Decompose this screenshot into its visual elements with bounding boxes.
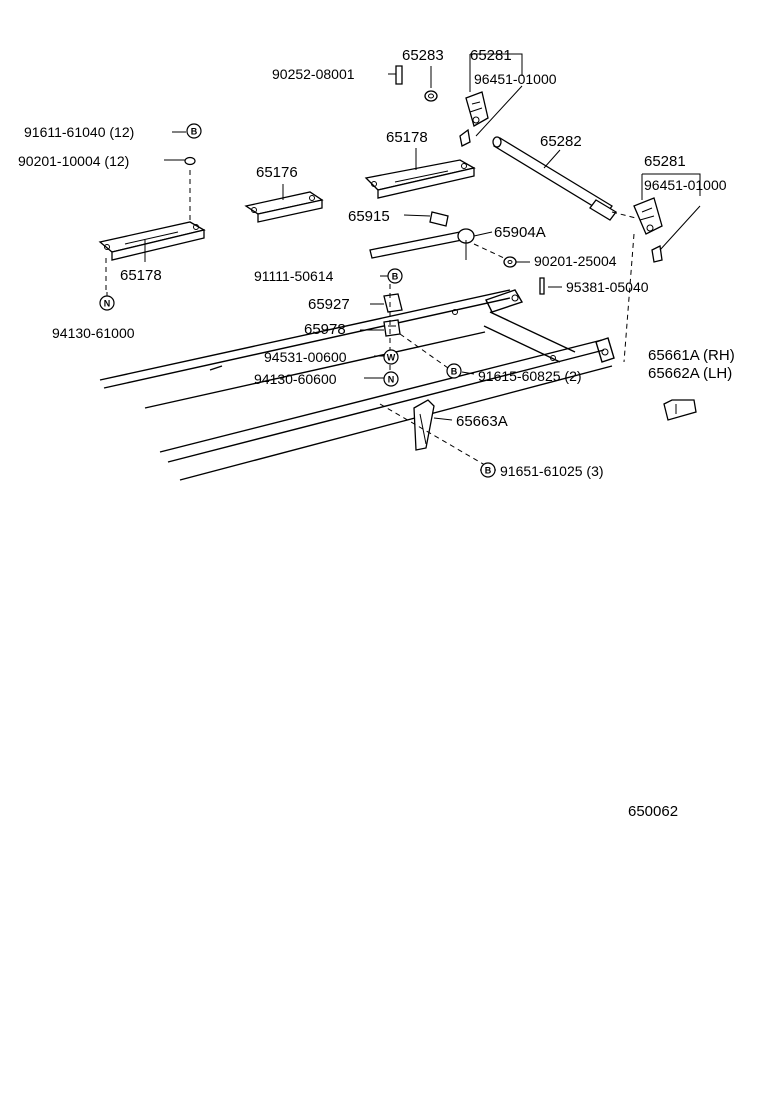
svg-text:N: N (104, 299, 111, 309)
diagram-code: 650062 (628, 803, 678, 820)
label-90201-10004: 90201-10004 (12) (18, 153, 129, 169)
label-94531-00600: 94531-00600 (264, 349, 347, 365)
label-91611-61040: 91611-61040 (12) (24, 124, 134, 140)
latch-65281-top-part (459, 53, 523, 147)
label-94130-60600: 94130-60600 (254, 371, 337, 387)
bracket-65178-top-part (364, 148, 476, 199)
label-65915: 65915 (348, 208, 390, 225)
bolt-symbol-91615: B (446, 363, 462, 379)
bracket-65661A-part (663, 399, 697, 421)
label-91615-60825: 91615-60825 (2) (478, 368, 582, 384)
label-65904A: 65904A (494, 224, 546, 241)
rod-65904A-part (369, 228, 493, 260)
bed-frame (99, 289, 615, 481)
label-94130-61000: 94130-61000 (52, 325, 135, 341)
label-96451-01000-top: 96451-01000 (474, 71, 557, 87)
svg-text:N: N (388, 375, 395, 385)
label-65281-top: 65281 (470, 47, 512, 64)
label-65661A-RH: 65661A (RH) (648, 347, 735, 364)
bolt-symbol-91111: B (387, 268, 403, 284)
bolt-symbol-91611: B (186, 123, 202, 139)
label-65978: 65978 (304, 321, 346, 338)
label-65178-left: 65178 (120, 267, 162, 284)
label-90252-08001: 90252-08001 (272, 66, 355, 82)
bracket-65178-left-part (98, 170, 206, 292)
bushing-65927-part (370, 293, 403, 313)
label-65282: 65282 (540, 133, 582, 150)
label-95381-05040: 95381-05040 (566, 279, 649, 295)
svg-text:B: B (191, 127, 198, 137)
label-90201-25004: 90201-25004 (534, 253, 617, 269)
label-65178-top: 65178 (386, 129, 428, 146)
label-96451-01000-right: 96451-01000 (644, 177, 727, 193)
nut-symbol-94130-60600: N (383, 371, 399, 387)
latch-65281-right-part (623, 173, 701, 363)
cotter-95381-part (539, 277, 562, 295)
washer-90201-25004-part (473, 243, 530, 268)
svg-text:B: B (485, 466, 492, 476)
label-91651-61025: 91651-61025 (3) (500, 463, 604, 479)
label-65927: 65927 (308, 296, 350, 313)
rod-65282-part (492, 136, 637, 221)
washer-symbol-94531: W (383, 349, 399, 365)
bolt-symbol-91651: B (480, 462, 496, 478)
label-65663A: 65663A (456, 413, 508, 430)
label-65283: 65283 (402, 47, 444, 64)
grommet-65283-part (424, 66, 438, 102)
label-91111-50614: 91111-50614 (254, 268, 334, 284)
washer-symbol-90201-10004 (184, 156, 196, 166)
label-65281-right: 65281 (644, 153, 686, 170)
label-65662A-LH: 65662A (LH) (648, 365, 732, 382)
label-65176: 65176 (256, 164, 298, 181)
plate-65176-part (244, 184, 324, 223)
svg-text:B: B (451, 367, 458, 377)
clip-90252-part (388, 65, 403, 85)
svg-text:W: W (387, 353, 396, 363)
nut-symbol-94130-61000: N (99, 295, 115, 311)
guide-65663A-part (379, 399, 491, 469)
svg-text:B: B (392, 272, 399, 282)
pin-65915-part (403, 211, 449, 227)
